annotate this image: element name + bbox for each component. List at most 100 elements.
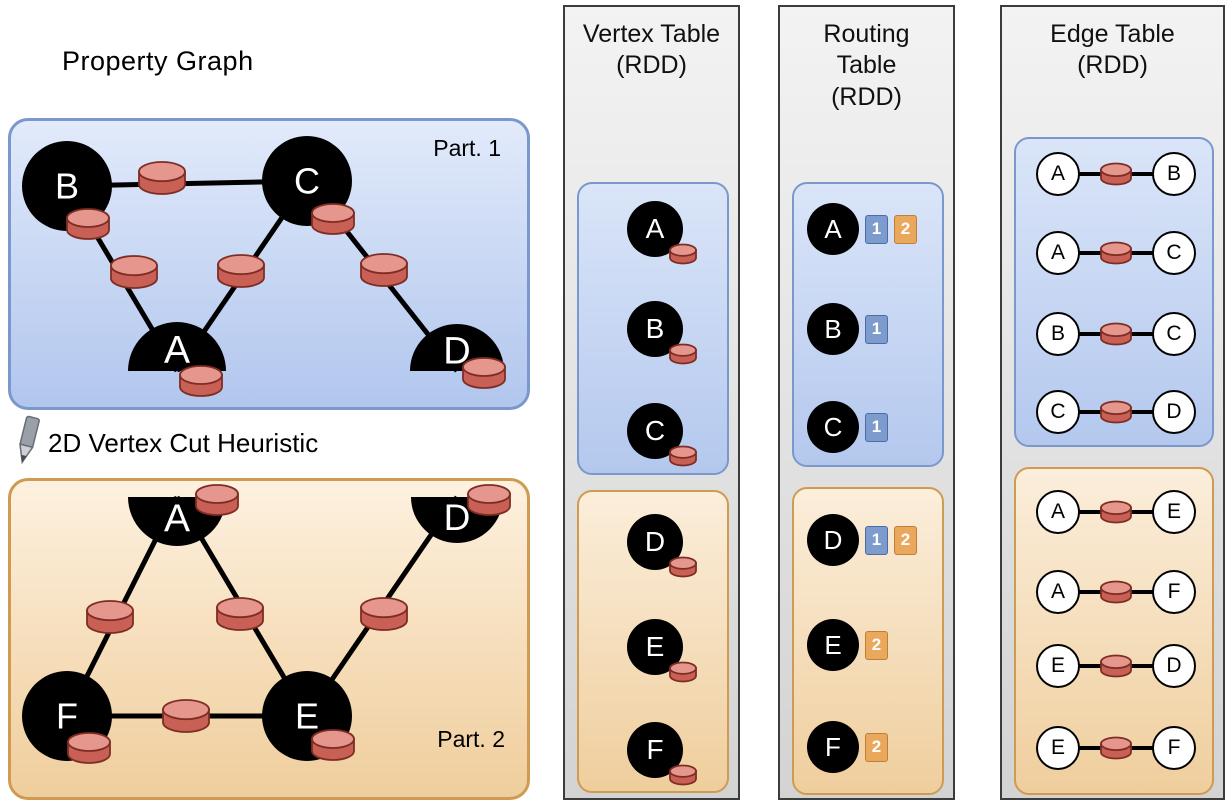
partition-badge: 1	[865, 412, 888, 442]
vertex-table-entry: F	[627, 722, 697, 786]
vertex-circle: A	[807, 203, 859, 255]
partition-badge: 1	[865, 525, 888, 555]
vertex-table-entry: E	[627, 619, 697, 683]
vertex-circle: D	[807, 514, 859, 566]
edge-property-cylinder-icon-shape	[1100, 580, 1132, 604]
partition-2-label: Part. 2	[437, 726, 505, 752]
edge-property-cylinder-icon	[1100, 400, 1132, 424]
vertex-property-cylinder-icon	[669, 764, 697, 786]
edge-endpoint-dst: B	[1152, 152, 1196, 196]
vertex-table-title: Vertex Table (RDD)	[565, 7, 738, 82]
edge-endpoint-src: A	[1036, 570, 1080, 614]
edge-endpoint-dst: E	[1152, 490, 1196, 534]
partition-2-box: Part. 2	[8, 478, 530, 800]
edge-property-cylinder-icon-shape	[1100, 322, 1132, 346]
vertex-circle: F	[807, 721, 859, 773]
edge-endpoint-src: A	[1036, 231, 1080, 275]
vertex-circle: E	[807, 619, 859, 671]
vertex-property-cylinder-icon-shape	[669, 661, 697, 683]
vertex-property-cylinder-icon-shape	[669, 764, 697, 786]
vertex-circle: C	[807, 401, 859, 453]
property-graph-title: Property Graph	[62, 46, 254, 76]
vertex-table-entry: C	[627, 403, 697, 467]
vertex-property-cylinder-icon-shape	[669, 243, 697, 265]
vertex-circle: A	[627, 201, 683, 257]
routing-table-rdd-text: (RDD)	[831, 82, 902, 111]
edge-endpoint-dst: D	[1152, 644, 1196, 688]
edge-property-cylinder-icon	[1100, 322, 1132, 346]
vertex-property-cylinder-icon-shape	[669, 343, 697, 365]
edge-table-title: Edge Table (RDD)	[1002, 7, 1223, 82]
vertex-table-entry: B	[627, 301, 697, 365]
cut-heuristic-label: 2D Vertex Cut Heuristic	[48, 428, 319, 458]
vertex-circle: B	[807, 303, 859, 355]
vertex-table-rdd-text: (RDD)	[616, 51, 687, 80]
edge-endpoint-dst: C	[1152, 231, 1196, 275]
vertex-property-cylinder-icon	[669, 243, 697, 265]
edge-table-title-text: Edge Table	[1050, 20, 1175, 48]
pencil-arrow-icon	[19, 415, 40, 465]
edge-endpoint-dst: F	[1152, 570, 1196, 614]
vertex-property-cylinder-icon	[669, 343, 697, 365]
edge-property-cylinder-icon	[1100, 500, 1132, 524]
partition-1-label: Part. 1	[433, 135, 501, 161]
edge-property-cylinder-icon	[1100, 241, 1132, 265]
vertex-property-cylinder-icon-shape	[669, 445, 697, 467]
edge-property-cylinder-icon-shape	[1100, 162, 1132, 186]
partition-badge: 2	[865, 630, 888, 660]
edge-endpoint-src: C	[1036, 390, 1080, 434]
partition-badge: 1	[865, 214, 888, 244]
edge-endpoint-src: A	[1036, 152, 1080, 196]
edge-property-cylinder-icon	[1100, 736, 1132, 760]
partition-1-box: Part. 1	[8, 118, 530, 410]
edge-property-cylinder-icon-shape	[1100, 736, 1132, 760]
edge-endpoint-src: A	[1036, 490, 1080, 534]
edge-property-cylinder-icon	[1100, 654, 1132, 678]
vertex-property-cylinder-icon	[669, 556, 697, 578]
edge-table-rdd-text: (RDD)	[1077, 51, 1148, 80]
vertex-property-cylinder-icon-shape	[669, 556, 697, 578]
edge-property-cylinder-icon-shape	[1100, 400, 1132, 424]
edge-property-cylinder-icon-shape	[1100, 654, 1132, 678]
edge-endpoint-src: E	[1036, 726, 1080, 770]
vertex-property-cylinder-icon	[669, 445, 697, 467]
partition-badge: 2	[865, 732, 888, 762]
partition-badge: 1	[865, 314, 888, 344]
edge-endpoint-dst: D	[1152, 390, 1196, 434]
edge-endpoint-dst: C	[1152, 312, 1196, 356]
vertex-table-entry: A	[627, 201, 697, 265]
edge-property-cylinder-icon	[1100, 580, 1132, 604]
edge-endpoint-src: E	[1036, 644, 1080, 688]
routing-table-title-text: Routing Table	[823, 20, 910, 80]
edge-property-cylinder-icon-shape	[1100, 241, 1132, 265]
edge-property-cylinder-icon	[1100, 162, 1132, 186]
vertex-table-entry: D	[627, 514, 697, 578]
edge-endpoint-src: B	[1036, 312, 1080, 356]
vertex-table-title-text: Vertex Table	[582, 20, 721, 48]
edge-property-cylinder-icon-shape	[1100, 500, 1132, 524]
partition-badge: 2	[894, 525, 917, 555]
edge-endpoint-dst: F	[1152, 726, 1196, 770]
vertex-property-cylinder-icon	[669, 661, 697, 683]
